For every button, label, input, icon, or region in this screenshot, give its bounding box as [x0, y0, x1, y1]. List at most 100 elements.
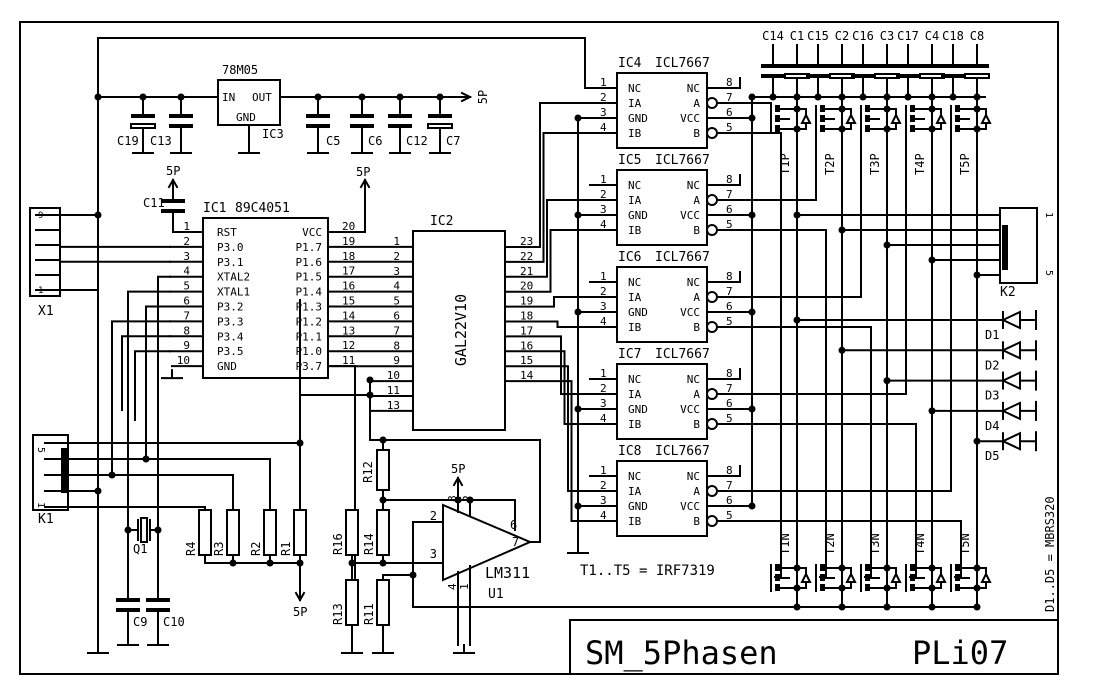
opamp-lm311 [442, 503, 533, 582]
ic2-pin-number: 18 [520, 310, 533, 323]
ic2-output-wire [504, 132, 618, 263]
n-fet-label: T2N [823, 533, 837, 555]
fet-channel [865, 105, 870, 112]
junction-dot [296, 559, 304, 567]
fet-channel [865, 574, 870, 581]
driver-type: ICL7667 [655, 153, 710, 168]
driver-pin-name: NC [687, 82, 700, 95]
driver-pin-number: 4 [600, 412, 607, 425]
wire [127, 290, 171, 601]
driver-pin-name: GND [628, 403, 648, 416]
capacitor-plate [851, 74, 875, 78]
inverter-bubble [706, 321, 718, 333]
driver-pin-name: NC [687, 276, 700, 289]
wire [121, 335, 171, 411]
inverter-bubble [706, 418, 718, 430]
driver-pin-number: 3 [600, 300, 607, 313]
title-block [569, 619, 1059, 675]
diode-icon [1000, 371, 1021, 391]
driver-pin-number: 8 [726, 367, 733, 380]
driver-ref: IC5 [618, 153, 641, 168]
driver-pin-number: 8 [726, 270, 733, 283]
driver-pin-name: B [693, 127, 700, 140]
wire [706, 271, 741, 283]
fet-channel [865, 564, 870, 571]
driver-pin-number: 6 [726, 300, 733, 313]
junction-dot [266, 559, 274, 567]
ic1-vcc-5p-label: 5P [356, 165, 370, 179]
crystal-body [140, 517, 148, 543]
ic1-pin-name: P1.7 [296, 241, 323, 254]
ic2-pin-number: 3 [393, 265, 400, 278]
n-fet-label: T1N [778, 533, 792, 555]
ic1-pin-number: 13 [342, 324, 355, 337]
resistor-label-r13: R13 [331, 603, 345, 625]
ic1-pin-name: P1.3 [296, 301, 323, 314]
resistor-label-r4: R4 [184, 542, 198, 556]
capacitor-plate [785, 64, 809, 68]
body-diode-icon [980, 571, 992, 583]
ic1-pin-name: XTAL1 [217, 286, 250, 299]
driver-pin-number: 6 [726, 106, 733, 119]
body-diode-icon [935, 112, 947, 124]
junction-dot [973, 437, 981, 445]
junction-dot [883, 125, 891, 133]
ic2-pin-number: 23 [520, 235, 533, 248]
ic1-type: 89C4051 [235, 201, 290, 216]
top-capacitor-label: C17 [897, 29, 919, 43]
resistor-body [226, 509, 240, 556]
k2-ref: K2 [1000, 285, 1016, 300]
capacitor-label-c7: C7 [446, 134, 460, 148]
fet-channel [865, 584, 870, 591]
driver-pin-number: 4 [600, 315, 607, 328]
capacitor-label-c6: C6 [368, 134, 382, 148]
ic1-pin-name: VCC [302, 226, 322, 239]
c11-5p-label: 5P [166, 164, 180, 178]
opamp-pin-1: 1 [458, 583, 471, 590]
driver-pin-number: 1 [600, 76, 607, 89]
ic1-pin-name: P3.7 [296, 360, 323, 373]
junction-dot [793, 584, 801, 592]
driver-pin-number: 7 [726, 188, 733, 201]
driver-pin-number: 3 [600, 203, 607, 216]
fet-channel [865, 125, 870, 132]
driver-ref: IC8 [618, 444, 641, 459]
top-capacitor-label: C2 [835, 29, 849, 43]
junction-dot [748, 308, 756, 316]
resistor-label-r12: R12 [361, 461, 375, 483]
ic3-pin-in: IN [222, 91, 235, 104]
junction-dot [793, 564, 801, 572]
capacitor-plate [161, 209, 185, 213]
junction-dot [748, 211, 756, 219]
capacitor-plate [761, 74, 785, 78]
resistor-label-r11: R11 [362, 603, 376, 625]
ic2-gal [412, 230, 506, 431]
junction-dot [574, 211, 582, 219]
fet-channel [955, 115, 960, 122]
ic1-pin-name: P1.1 [296, 330, 323, 343]
capacitor-label-c13: C13 [150, 134, 172, 148]
capacitor-plate [161, 199, 185, 203]
fet-channel [775, 115, 780, 122]
driver-pin-name: NC [687, 373, 700, 386]
wire [354, 179, 366, 233]
ic1-pin-number: 2 [183, 235, 190, 248]
ic1-pin-number: 12 [342, 339, 355, 352]
ic1-pin-name: P3.3 [217, 315, 244, 328]
fet-channel [820, 125, 825, 132]
ic2-output-wire [504, 199, 618, 278]
ic2-pin-number: 1 [393, 235, 400, 248]
driver-pin-number: 5 [726, 218, 733, 231]
opamp-pin-8: 8 [446, 495, 459, 502]
fet-channel [910, 564, 915, 571]
driver-pin-number: 7 [726, 285, 733, 298]
ic2-pin-number: 16 [520, 339, 533, 352]
fet-channel [775, 125, 780, 132]
inverter-bubble [706, 194, 718, 206]
capacitor-label-c19: C19 [117, 134, 139, 148]
fet-channel [910, 105, 915, 112]
capacitor-plate [169, 124, 193, 128]
capacitor-plate [116, 608, 140, 612]
junction-dot [838, 564, 846, 572]
junction-dot [973, 584, 981, 592]
